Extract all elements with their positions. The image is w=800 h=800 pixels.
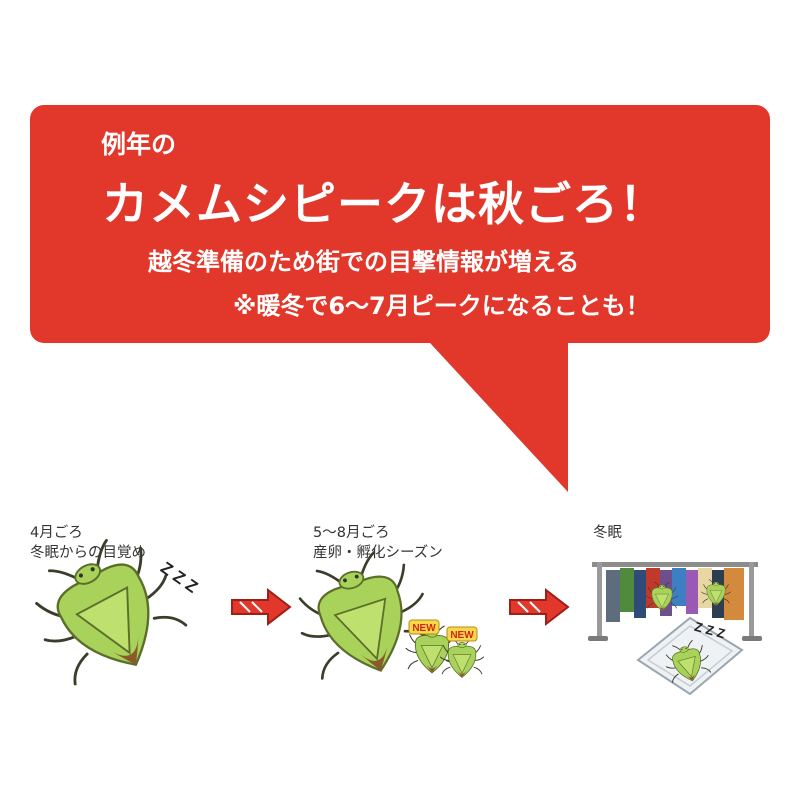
new-badge-text: NEW xyxy=(450,630,474,641)
banner-headline: カメムシピークは秋ごろ！ xyxy=(102,177,666,231)
stage-1-description: 冬眠からの目覚め xyxy=(30,545,146,561)
banner-line-1: 越冬準備のため街での目撃情報が増える xyxy=(148,248,580,276)
stage-3-label: 冬眠 xyxy=(593,523,622,543)
sleep-zzz: Z Z Z xyxy=(157,558,201,597)
stink-bug-hatching-icon: NEW NEW xyxy=(283,540,485,692)
stink-bug-hibernating-icon: Z Z Z xyxy=(588,562,762,696)
arrow-right-icon xyxy=(231,587,292,627)
stage-3-period: 冬眠 xyxy=(593,525,622,541)
clothes-rack-icon xyxy=(588,562,762,641)
stage-2-description: 産卵・孵化シーズン xyxy=(313,545,443,561)
banner-kicker: 例年の xyxy=(101,130,177,159)
arrow-right-icon xyxy=(509,587,570,627)
banner-line-2: ※暖冬で6〜7月ピークになることも！ xyxy=(233,292,650,320)
stage-2-period: 5〜8月ごろ xyxy=(313,525,390,541)
stage-1-label: 4月ごろ 冬眠からの目覚め xyxy=(30,523,146,563)
new-badge: NEW xyxy=(446,626,478,642)
stink-bug-waking-icon xyxy=(16,522,198,699)
stage-1-period: 4月ごろ xyxy=(30,525,83,541)
stage-2-label: 5〜8月ごろ 産卵・孵化シーズン xyxy=(313,523,443,563)
headline-banner xyxy=(30,105,770,343)
new-badge: NEW xyxy=(408,619,440,635)
new-badge-text: NEW xyxy=(412,623,436,634)
